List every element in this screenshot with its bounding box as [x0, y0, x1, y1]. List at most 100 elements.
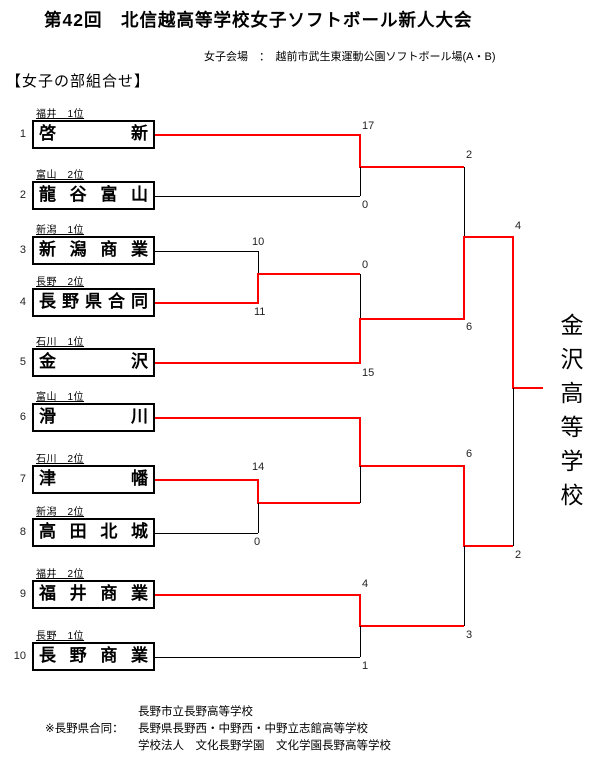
footnote-label: ※長野県合同：	[45, 723, 124, 735]
winner-line	[360, 625, 464, 627]
team-slot-9: 9 福井 2位 福井商業	[0, 565, 170, 611]
team-slot-7: 7 石川 2位 津幡	[0, 450, 170, 496]
team-seed-label: 福井 1位	[36, 109, 85, 120]
team-seed-label: 長野 2位	[36, 277, 85, 288]
team-name-box: 長野県合同	[32, 288, 155, 317]
team-name-box: 龍谷富山	[32, 181, 155, 210]
score-m1-bottom: 0	[362, 199, 369, 211]
team-slot-1: 1 福井 1位 啓新	[0, 105, 170, 151]
connector	[359, 594, 361, 627]
match-line	[155, 134, 360, 136]
team-number: 6	[19, 411, 26, 423]
team-number: 9	[19, 588, 26, 600]
team-slot-4: 4 長野 2位 長野県合同	[0, 273, 170, 319]
score-s2-top: 6	[466, 448, 473, 460]
match-line	[155, 479, 258, 481]
team-name-box: 高田北城	[32, 518, 155, 547]
venue-subtitle: 女子会場 ： 越前市武生東運動公園ソフトボール場(A・B)	[204, 51, 496, 63]
team-name-box: 長野商業	[32, 642, 155, 671]
winner-line	[360, 318, 464, 320]
connector	[513, 388, 514, 546]
champion-line	[513, 387, 543, 389]
team-number: 7	[19, 473, 26, 485]
score-final-top: 4	[515, 220, 522, 232]
team-seed-label: 富山 2位	[36, 170, 85, 181]
winner-line	[360, 166, 464, 168]
champion-name: 金沢高等学校	[557, 313, 583, 517]
score-q1-bottom: 15	[362, 367, 375, 379]
connector	[359, 318, 361, 364]
match-line	[155, 196, 360, 197]
score-s2-bottom: 3	[466, 629, 473, 641]
team-number: 1	[19, 128, 26, 140]
team-slot-10: 10 長野 1位 長野商業	[0, 627, 170, 673]
winner-line	[464, 545, 513, 547]
team-slot-8: 8 新潟 2位 高田北城	[0, 503, 170, 549]
team-slot-5: 5 石川 1位 金沢	[0, 333, 170, 379]
team-number: 4	[19, 296, 26, 308]
connector	[464, 546, 465, 626]
winner-line	[360, 465, 464, 467]
team-seed-label: 長野 1位	[36, 631, 85, 642]
connector	[359, 134, 361, 168]
connector	[464, 167, 465, 237]
team-slot-6: 6 富山 1位 滑川	[0, 388, 170, 434]
connector	[257, 273, 259, 304]
team-seed-label: 石川 1位	[36, 337, 85, 348]
connector	[360, 626, 361, 657]
team-name-box: 新潟商業	[32, 236, 155, 265]
footnote-line: 長野県長野西・中野西・中野立志館高等学校	[138, 723, 368, 735]
team-name-box: 啓新	[32, 120, 155, 149]
team-number: 10	[13, 650, 26, 662]
team-name-box: 滑川	[32, 403, 155, 432]
score-s1-bottom: 6	[466, 321, 473, 333]
connector	[512, 236, 514, 389]
score-q1-top: 0	[362, 259, 369, 271]
score-m1-top: 17	[362, 120, 375, 132]
connector	[359, 417, 361, 467]
winner-line	[258, 273, 360, 275]
team-seed-label: 福井 2位	[36, 569, 85, 580]
team-name-box: 津幡	[32, 465, 155, 494]
connector	[258, 251, 259, 274]
connector	[360, 167, 361, 196]
connector	[360, 466, 361, 503]
match-line	[155, 362, 360, 364]
score-m3-bottom: 0	[254, 536, 261, 548]
score-m2-bottom: 11	[254, 306, 266, 318]
match-line	[155, 533, 258, 534]
match-line	[155, 417, 360, 419]
tournament-title: 第42回 北信越高等学校女子ソフトボール新人大会	[44, 10, 473, 30]
match-line	[155, 657, 360, 658]
team-slot-3: 3 新潟 1位 新潟商業	[0, 221, 170, 267]
connector	[257, 479, 259, 504]
score-m4-top: 4	[362, 578, 369, 590]
connector	[463, 465, 465, 547]
footnote-line: 学校法人 文化長野学園 文化学園長野高等学校	[138, 740, 391, 752]
team-seed-label: 石川 2位	[36, 454, 85, 465]
winner-line	[258, 502, 360, 504]
team-seed-label: 新潟 2位	[36, 507, 85, 518]
score-final-bottom: 2	[515, 549, 522, 561]
team-slot-2: 2 富山 2位 龍谷富山	[0, 166, 170, 212]
connector	[258, 503, 259, 533]
team-number: 2	[19, 189, 26, 201]
team-number: 3	[19, 244, 26, 256]
match-line	[155, 302, 258, 304]
team-seed-label: 新潟 1位	[36, 225, 85, 236]
team-number: 5	[19, 356, 26, 368]
team-seed-label: 富山 1位	[36, 392, 85, 403]
winner-line	[464, 236, 513, 238]
score-m4-bottom: 1	[362, 660, 369, 672]
team-name-box: 金沢	[32, 348, 155, 377]
score-m3-top: 14	[252, 461, 265, 473]
match-line	[155, 251, 258, 252]
section-heading: 【女子の部組合せ】	[6, 73, 151, 90]
match-line	[155, 594, 360, 596]
score-m2-top: 10	[252, 236, 265, 248]
footnote-line: 長野市立長野高等学校	[138, 706, 253, 718]
connector	[360, 274, 361, 319]
connector	[463, 236, 465, 320]
score-s1-top: 2	[466, 149, 473, 161]
